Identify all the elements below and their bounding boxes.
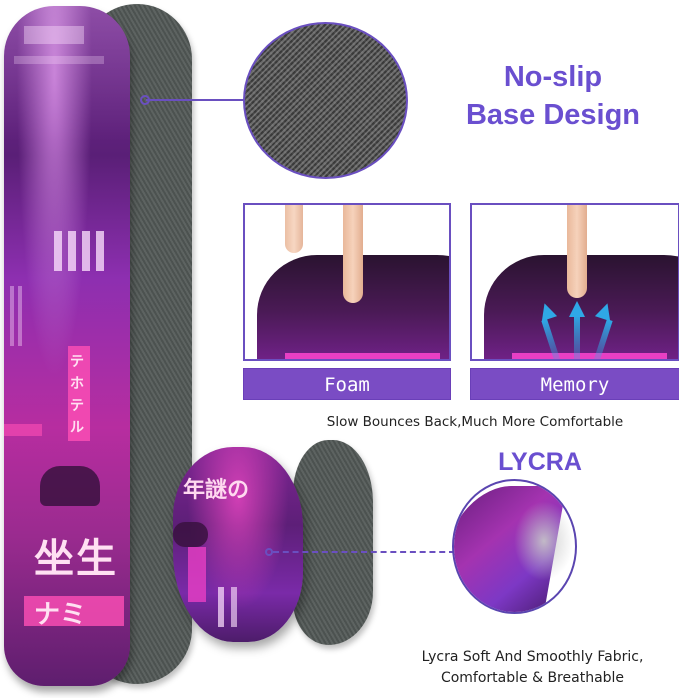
base-heading-line1: No-slip bbox=[503, 61, 603, 93]
lycra-connector-line bbox=[273, 551, 455, 553]
lycra-caption-line1: Lycra Soft And Smoothly Fabric, bbox=[421, 649, 644, 665]
lycra-caption: Lycra Soft And Smoothly Fabric, Comforta… bbox=[400, 647, 665, 689]
palm-rest-base bbox=[293, 440, 373, 645]
finger-press-icon bbox=[567, 205, 587, 298]
finger-press-icon bbox=[343, 205, 363, 303]
comparison-caption: Slow Bounces Back,Much More Comfortable bbox=[326, 414, 624, 430]
base-heading-line2: Base Design bbox=[465, 99, 641, 131]
foam-panel-image bbox=[243, 203, 451, 361]
base-connector-line bbox=[146, 99, 246, 101]
memory-label: Memory bbox=[470, 368, 679, 400]
palm-rest-top: 年謎の bbox=[173, 447, 303, 642]
base-design-heading: No-slip Base Design bbox=[448, 58, 658, 134]
lycra-fabric-zoom-circle bbox=[452, 479, 577, 614]
rebound-arrow-icon bbox=[569, 301, 585, 317]
foam-label: Foam bbox=[243, 368, 451, 400]
lycra-heading: LYCRA bbox=[498, 448, 582, 476]
lycra-connector-dot bbox=[265, 548, 273, 556]
long-wrist-rest-top: テホテル 坐生 ナミ bbox=[4, 6, 130, 686]
base-texture-zoom-circle bbox=[243, 22, 408, 179]
base-connector-dot bbox=[140, 95, 150, 105]
memory-panel-image bbox=[470, 203, 679, 361]
lycra-caption-line2: Comfortable & Breathable bbox=[440, 670, 625, 686]
